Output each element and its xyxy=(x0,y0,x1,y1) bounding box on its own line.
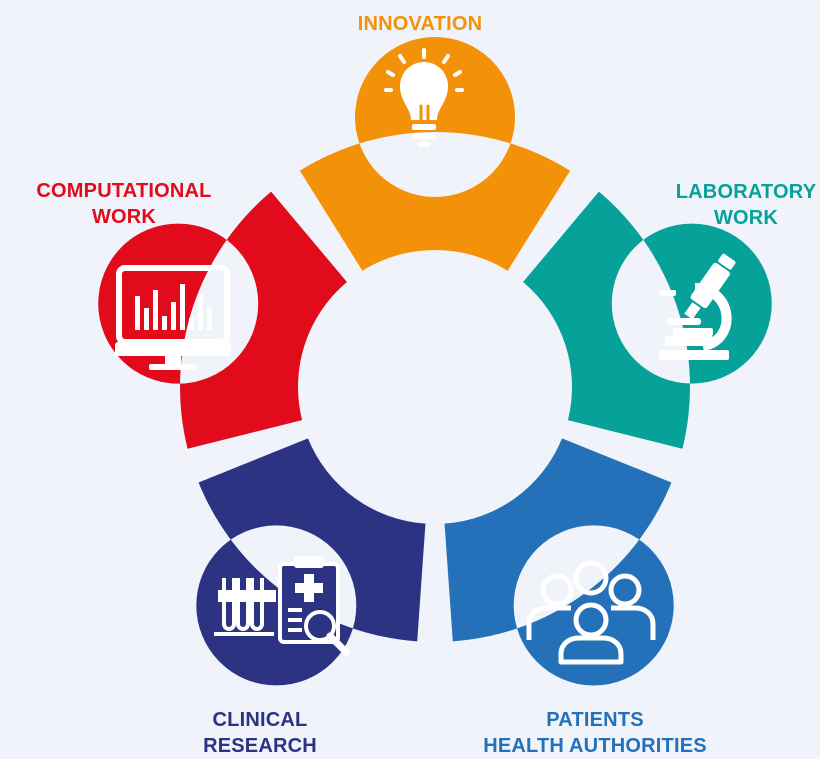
segment-laboratory xyxy=(523,191,772,449)
label-innovation: INNOVATION xyxy=(0,11,820,37)
segment-computational xyxy=(98,191,347,449)
lightbulb-icon xyxy=(384,48,464,147)
test-tubes-clipboard-icon xyxy=(214,556,350,656)
label-laboratory-line-2: WORK xyxy=(713,207,779,229)
label-patients-health-authorities: PATIENTS HEALTH AUTHORITIES xyxy=(440,707,750,759)
people-group-icon xyxy=(526,560,656,665)
segment-innovation xyxy=(299,37,571,271)
label-laboratory-line-1: LABORATORY xyxy=(675,181,817,203)
label-laboratory-work: LABORATORY WORK xyxy=(646,179,820,231)
label-patients-line-1: PATIENTS xyxy=(546,709,644,731)
label-computational-line-2: WORK xyxy=(91,206,157,228)
microscope-icon xyxy=(659,253,736,360)
label-computational-line-1: COMPUTATIONAL xyxy=(36,180,212,202)
label-clinical-line-2: RESEARCH xyxy=(203,735,317,757)
label-innovation-line-1: INNOVATION xyxy=(357,13,483,35)
label-clinical-research: CLINICAL RESEARCH xyxy=(150,707,370,759)
monitor-bar-chart-icon xyxy=(115,265,231,370)
label-patients-line-2: HEALTH AUTHORITIES xyxy=(483,735,707,757)
segment-patients xyxy=(444,438,674,686)
label-clinical-line-1: CLINICAL xyxy=(212,709,308,731)
label-computational-work: COMPUTATIONAL WORK xyxy=(14,178,234,230)
